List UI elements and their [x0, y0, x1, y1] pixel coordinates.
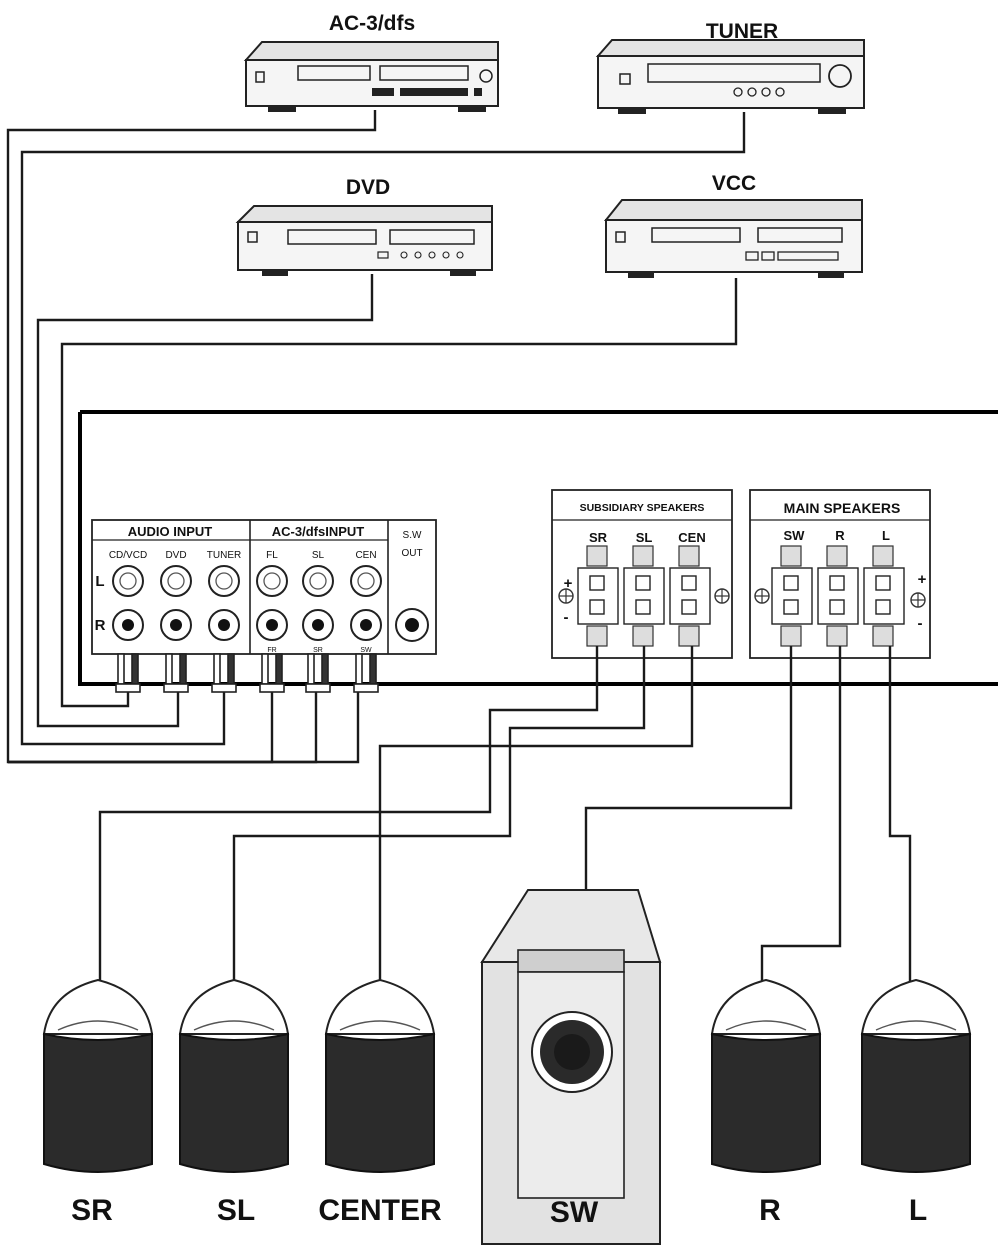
- plug-hint-sw: SW: [360, 647, 372, 654]
- dvd-device: [235, 205, 493, 276]
- rca-plugs: [115, 653, 379, 693]
- jack-r-dvd: [160, 609, 192, 641]
- jack-r-fr: [256, 609, 288, 641]
- subsidiary-minus-sign: -: [564, 609, 569, 626]
- jack-label-fl: FL: [266, 550, 278, 561]
- main-speakers-panel: [749, 489, 931, 659]
- main-minus-sign: -: [918, 615, 923, 632]
- jack-l-sl: [302, 565, 334, 597]
- jack-l-cd-vcd: [112, 565, 144, 597]
- speaker-cables: [98, 646, 912, 990]
- jack-l-cen: [350, 565, 382, 597]
- tuner-device-label: TUNER: [706, 20, 778, 43]
- ac3-device-label: AC-3/dfs: [329, 12, 415, 35]
- plug-hint-fr: FR: [267, 647, 276, 654]
- speaker-label-l: L: [909, 1194, 927, 1227]
- terminal-label-sl: SL: [636, 530, 653, 545]
- vcc-device-label: VCC: [712, 172, 756, 195]
- row-label-left: L: [95, 573, 104, 590]
- main-speakers-header: MAIN SPEAKERS: [784, 500, 901, 516]
- speaker-sl: [178, 978, 290, 1173]
- tuner-device: [595, 39, 865, 114]
- speaker-label-sw: SW: [550, 1196, 599, 1229]
- main-plus-sign: +: [918, 571, 927, 588]
- plug-hint-sr: SR: [313, 647, 323, 654]
- terminal-label-sr: SR: [589, 530, 608, 545]
- sw-out-label-line1: S.W: [403, 530, 422, 541]
- jack-label-sl: SL: [312, 550, 325, 561]
- subsidiary-speakers-header: SUBSIDIARY SPEAKERS: [580, 502, 705, 514]
- jack-label-dvd: DVD: [165, 550, 186, 561]
- jack-l-dvd: [160, 565, 192, 597]
- terminal-label-cen: CEN: [678, 530, 705, 545]
- speaker-label-r: R: [759, 1194, 781, 1227]
- speaker-l: [860, 978, 972, 1173]
- jack-r-sr: [302, 609, 334, 641]
- speaker-label-center: CENTER: [318, 1194, 442, 1227]
- vcc-device: [603, 199, 863, 278]
- subsidiary-plus-sign: +: [564, 575, 573, 592]
- jack-label-cen: CEN: [355, 550, 376, 561]
- speaker-label-sr: SR: [71, 1194, 113, 1227]
- ac3-input-header: AC-3/dfsINPUT: [272, 524, 365, 539]
- jack-label-tuner: TUNER: [207, 550, 241, 561]
- jack-r-tuner: [208, 609, 240, 641]
- jack-r-sw: [350, 609, 382, 641]
- jack-r-cd-vcd: [112, 609, 144, 641]
- jack-l-tuner: [208, 565, 240, 597]
- speaker-r: [710, 978, 822, 1173]
- dvd-device-label: DVD: [346, 176, 390, 199]
- sw-out-label-line2: OUT: [401, 548, 422, 559]
- speaker-subwoofer: [480, 889, 662, 1245]
- subsidiary-speakers-panel: [551, 489, 733, 659]
- rca-jacks: [112, 565, 429, 642]
- speaker-label-sl: SL: [217, 1194, 255, 1227]
- terminal-label-sw: SW: [784, 528, 806, 543]
- speaker-center: [324, 978, 436, 1173]
- ac3-device: [243, 41, 499, 112]
- terminal-label-r: R: [835, 528, 845, 543]
- jack-l-fl: [256, 565, 288, 597]
- audio-input-header: AUDIO INPUT: [128, 524, 213, 539]
- jack-sw-out: [395, 608, 429, 642]
- source-cables: [6, 110, 746, 764]
- jack-label-cd-vcd: CD/VCD: [109, 550, 147, 561]
- row-label-right: R: [95, 617, 106, 634]
- speaker-sr: [42, 978, 154, 1173]
- terminal-label-l: L: [882, 528, 890, 543]
